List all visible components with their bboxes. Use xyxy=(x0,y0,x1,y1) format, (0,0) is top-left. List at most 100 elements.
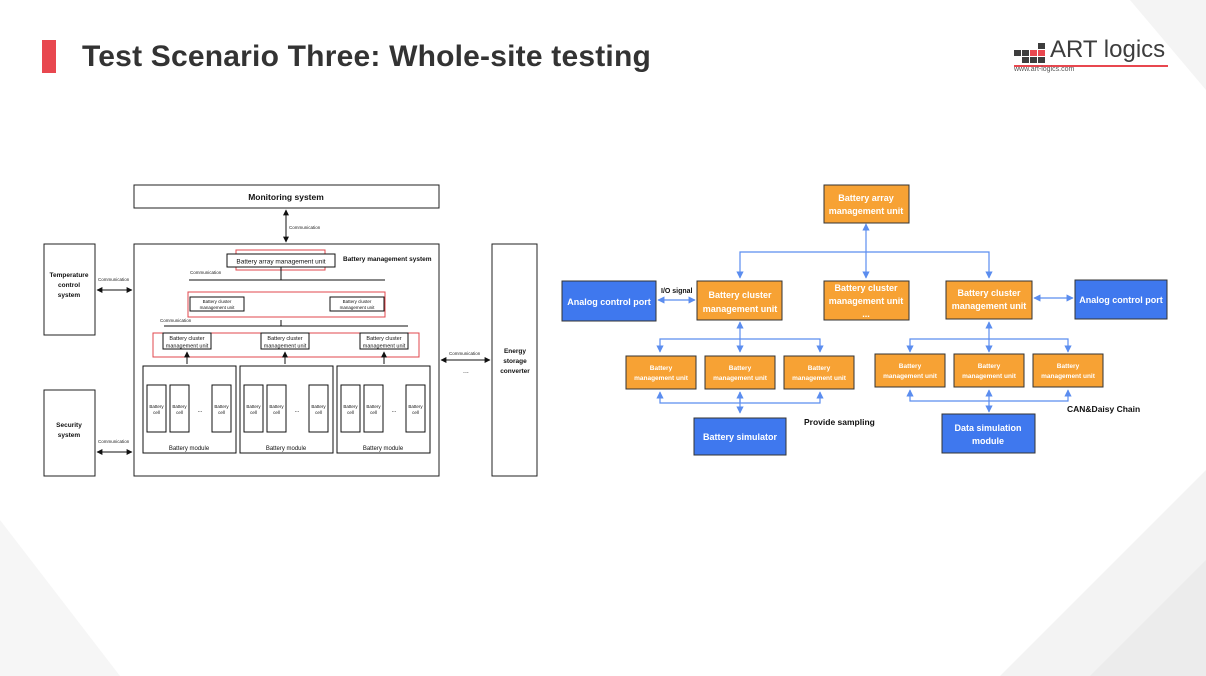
bmu-r1-label-2: management unit xyxy=(883,373,938,380)
battery-simulator-label: Battery simulator xyxy=(703,432,778,442)
bmu-right-2 xyxy=(953,353,1025,388)
title-accent-bar xyxy=(42,40,56,73)
temperature-label-2: control xyxy=(58,282,80,289)
cluster-e-label-1: Battery cluster xyxy=(366,336,401,342)
bmu-left-3 xyxy=(783,355,855,390)
temperature-label-3: system xyxy=(58,292,81,299)
battery-cell-label: cell xyxy=(412,410,419,415)
cluster-left-label-2: management unit xyxy=(703,304,778,314)
cluster-unit-box-d xyxy=(260,332,310,350)
cluster-unit-box-a xyxy=(189,296,245,312)
comm-label-security: Communication xyxy=(98,439,130,444)
comm-label-ess: Communication xyxy=(449,351,481,356)
battery-cell-label: Battery xyxy=(343,404,358,409)
battery-cell-box xyxy=(146,384,167,433)
cluster-mid-ellipsis: ... xyxy=(862,309,870,319)
battery-cell-label: cell xyxy=(273,410,280,415)
cell-ellipsis: ... xyxy=(197,408,202,414)
cluster-a-label-2: management unit xyxy=(200,305,236,310)
provide-sampling-label: Provide sampling xyxy=(804,417,875,427)
cluster-mid-label-2: management unit xyxy=(829,296,904,306)
page-title: Test Scenario Three: Whole-site testing xyxy=(82,40,652,73)
security-label-2: system xyxy=(58,432,81,439)
cluster-unit-left xyxy=(696,280,783,321)
can-daisy-chain-label: CAN&Daisy Chain xyxy=(1067,404,1140,414)
battery-cell-box xyxy=(340,384,361,433)
battery-cell-box xyxy=(405,384,426,433)
battery-module-2 xyxy=(239,365,334,454)
battery-cell-label: Battery xyxy=(149,404,164,409)
bmu-r3-label-1: Battery xyxy=(1057,363,1080,370)
battery-module-label-1: Battery module xyxy=(169,446,210,452)
battery-cell-label: cell xyxy=(315,410,322,415)
comm-label-cluster: Communication xyxy=(160,318,192,323)
cluster-unit-middle xyxy=(823,280,910,321)
battery-cell-label: cell xyxy=(250,410,257,415)
bmu-r2-label-2: management unit xyxy=(962,373,1017,380)
monitoring-system-box xyxy=(133,184,440,209)
bmu-l2-label-1: Battery xyxy=(729,365,752,372)
analog-port-left xyxy=(561,280,657,322)
bmu-right-1 xyxy=(874,353,946,388)
cluster-c-label-1: Battery cluster xyxy=(169,336,204,342)
bmu-l3-label-1: Battery xyxy=(808,365,831,372)
cluster-mid-label-1: Battery cluster xyxy=(834,283,898,293)
battery-cell-label: Battery xyxy=(246,404,261,409)
battery-cell-label: cell xyxy=(176,410,183,415)
cluster-unit-right xyxy=(945,280,1033,320)
temperature-label-1: Temperature xyxy=(50,272,89,279)
battery-simulator-box xyxy=(693,417,787,456)
ess-label-2: storage xyxy=(503,358,527,365)
cell-ellipsis: ... xyxy=(391,408,396,414)
analog-port-right-label: Analog control port xyxy=(1079,295,1163,305)
array-unit-label: Battery array management unit xyxy=(236,259,325,266)
bmu-l2-label-2: management unit xyxy=(713,375,768,382)
cluster-row1-red-outline xyxy=(187,291,386,318)
array-unit-label-1: Battery array xyxy=(838,193,894,203)
array-unit-orange xyxy=(823,184,910,224)
security-system-box xyxy=(43,389,96,477)
cluster-left-label-1: Battery cluster xyxy=(708,290,772,300)
battery-cell-label: Battery xyxy=(311,404,326,409)
bmu-l1-label-2: management unit xyxy=(634,375,689,382)
bmu-right-3 xyxy=(1032,353,1104,388)
bmu-l3-label-2: management unit xyxy=(792,375,847,382)
bms-title: Battery management system xyxy=(343,256,432,263)
battery-module-label-3: Battery module xyxy=(363,446,404,452)
battery-cell-label: Battery xyxy=(172,404,187,409)
cluster-unit-box-c xyxy=(162,332,212,350)
battery-cell-label: Battery xyxy=(214,404,229,409)
bmu-left-2 xyxy=(704,355,776,390)
bmu-left-1 xyxy=(625,355,697,390)
security-label-1: Security xyxy=(56,422,82,429)
bmu-r3-label-2: management unit xyxy=(1041,373,1096,380)
io-signal-label: I/O signal xyxy=(661,288,693,295)
logo-text: ART logics xyxy=(1050,36,1166,63)
temperature-control-box xyxy=(43,243,96,336)
data-simulation-box xyxy=(941,413,1036,454)
battery-cell-label: Battery xyxy=(366,404,381,409)
battery-module-3 xyxy=(336,365,431,454)
battery-module-1 xyxy=(142,365,237,454)
comm-label-temperature: Communication xyxy=(98,277,130,282)
battery-cell-box xyxy=(169,384,190,433)
cluster-b-label-1: Battery cluster xyxy=(343,299,372,304)
battery-cell-label: Battery xyxy=(408,404,423,409)
cluster-right-label-1: Battery cluster xyxy=(957,288,1021,298)
battery-cell-box xyxy=(211,384,232,433)
battery-cell-label: cell xyxy=(347,410,354,415)
analog-port-right xyxy=(1074,279,1168,320)
bmu-r1-label-1: Battery xyxy=(899,363,922,370)
ess-ellipsis: ... xyxy=(463,368,469,375)
cluster-right-label-2: management unit xyxy=(952,301,1027,311)
battery-cell-label: cell xyxy=(370,410,377,415)
monitoring-system-label: Monitoring system xyxy=(248,192,324,202)
battery-cell-label: cell xyxy=(153,410,160,415)
data-sim-label-2: module xyxy=(972,436,1004,446)
cluster-c-label-2: management unit xyxy=(166,344,209,350)
battery-cell-label: Battery xyxy=(269,404,284,409)
cluster-unit-box-e xyxy=(359,332,409,350)
